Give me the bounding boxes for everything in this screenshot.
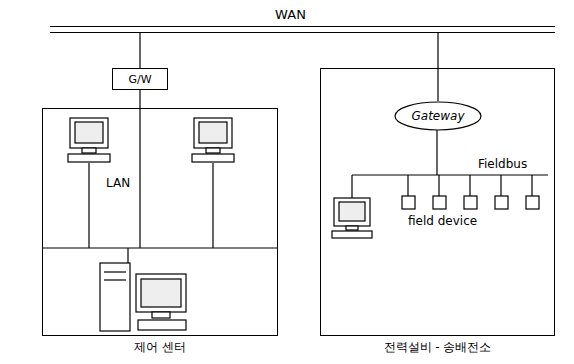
- fieldbus-drop: [438, 175, 439, 196]
- node-label: WAN: [50, 7, 555, 22]
- ellipse-shape: [395, 102, 481, 130]
- substation-region: 전력설비 - 송배전소Gateway: [320, 68, 555, 336]
- node-label: Gateway: [411, 109, 464, 123]
- field-device-icon: [495, 196, 508, 209]
- network-label: Fieldbus: [478, 157, 527, 171]
- field-device-icon: [464, 196, 477, 209]
- region-caption: 전력설비 - 송배전소: [321, 339, 554, 356]
- field-device-icon: [402, 196, 415, 209]
- device-label: field device: [408, 214, 477, 228]
- region-caption: 제어 센터: [43, 339, 277, 356]
- lan-line: [42, 247, 278, 248]
- field-device-icon: [433, 196, 446, 209]
- gateway-box: G/W: [112, 68, 168, 90]
- lan-drop: [127, 248, 128, 263]
- server-icon: [100, 263, 186, 331]
- node-label: G/W: [128, 73, 151, 86]
- lan-drop: [88, 163, 89, 248]
- fieldbus-drop: [407, 175, 408, 196]
- workstation-icon: [332, 198, 372, 238]
- bus-connector: [437, 33, 438, 101]
- wan-bus: WAN: [50, 26, 555, 33]
- network-label: LAN: [106, 176, 130, 190]
- field-device-icon: [526, 196, 539, 209]
- workstation-icon: [68, 118, 110, 162]
- bus-connector: [139, 33, 140, 68]
- workstation-icon: [192, 118, 234, 162]
- fieldbus-drop: [351, 175, 352, 198]
- fieldbus-line: [352, 174, 548, 175]
- control-center-region: 제어 센터: [42, 108, 278, 336]
- bus-connector: [139, 90, 140, 108]
- lan-drop: [212, 163, 213, 248]
- fieldbus-drop: [531, 175, 532, 196]
- fieldbus-drop: [469, 175, 470, 196]
- gateway-ellipse: Gateway: [394, 101, 482, 131]
- lan-trunk: [139, 108, 140, 248]
- gateway-drop: [436, 130, 437, 175]
- fieldbus-drop: [500, 175, 501, 196]
